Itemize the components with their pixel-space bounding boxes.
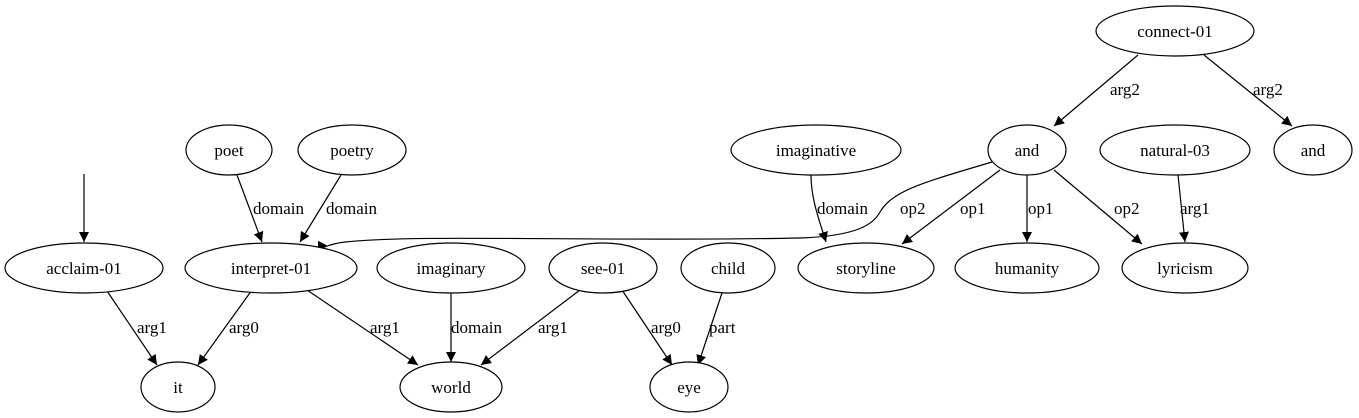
edge-interpret-world — [306, 289, 419, 366]
svg-text:humanity: humanity — [995, 259, 1060, 278]
edge-label-imaginative-storyline: domain — [817, 199, 868, 218]
svg-text:world: world — [431, 378, 471, 397]
node-interpret-01: interpret-01 — [184, 242, 358, 294]
edge-label-acclaim-it: arg1 — [137, 318, 167, 337]
node-acclaim-01: acclaim-01 — [4, 242, 164, 294]
edge-connect-and-top — [1053, 54, 1139, 127]
edge-label-imaginary-world: domain — [451, 318, 502, 337]
svg-text:and: and — [1301, 141, 1326, 160]
edge-label-child-eye: part — [709, 318, 736, 337]
svg-text:imaginative: imaginative — [776, 141, 856, 160]
node-and-right: and — [1273, 124, 1353, 176]
nodes: connect-01 and and poet poetry imaginati… — [4, 5, 1353, 413]
edge-label-interpret-it: arg0 — [229, 318, 259, 337]
svg-text:poetry: poetry — [330, 141, 374, 160]
edge-label-and-storyline: op1 — [960, 199, 986, 218]
svg-text:it: it — [173, 378, 183, 397]
svg-text:storyline: storyline — [836, 259, 896, 278]
edge-connect-and-right — [1203, 54, 1293, 127]
edge-label-see-eye: arg0 — [651, 318, 681, 337]
edge-label-poetry-interpret: domain — [326, 199, 377, 218]
node-natural-03: natural-03 — [1099, 124, 1251, 176]
svg-text:natural-03: natural-03 — [1140, 141, 1210, 160]
node-imaginative: imaginative — [730, 124, 902, 176]
edge-interpret-it — [197, 289, 253, 366]
edge-label-see-world: arg1 — [538, 318, 568, 337]
edge-and-interpret — [317, 161, 993, 253]
node-imaginary: imaginary — [376, 242, 526, 294]
svg-text:and: and — [1015, 141, 1040, 160]
edge-label-and-lyricism: op2 — [1114, 199, 1140, 218]
node-eye: eye — [649, 361, 729, 413]
edge-natural-lyricism — [1177, 174, 1189, 243]
svg-text:see-01: see-01 — [581, 259, 625, 278]
edge-label-poet-interpret: domain — [253, 199, 304, 218]
edge-label-connect-and-top: arg2 — [1110, 80, 1140, 99]
edge-child-eye — [696, 292, 723, 366]
edges: arg2 arg2 domain domain domain op2 op1 o… — [79, 54, 1293, 366]
edge-acclaim-it — [104, 287, 158, 366]
edge-label-natural-lyricism: arg1 — [1180, 199, 1210, 218]
svg-text:interpret-01: interpret-01 — [231, 259, 311, 278]
svg-text:poet: poet — [214, 141, 244, 160]
svg-text:imaginary: imaginary — [417, 259, 486, 278]
edge-label-connect-and-right: arg2 — [1253, 80, 1283, 99]
edge-poet-interpret — [236, 174, 264, 243]
edge-label-and-interpret: op2 — [900, 199, 926, 218]
node-humanity: humanity — [954, 242, 1100, 294]
svg-text:connect-01: connect-01 — [1137, 22, 1213, 41]
edge-label-and-humanity: op1 — [1028, 199, 1054, 218]
svg-text:child: child — [711, 259, 745, 278]
node-connect-01: connect-01 — [1095, 5, 1255, 57]
node-lyricism: lyricism — [1121, 242, 1249, 294]
node-storyline: storyline — [797, 242, 935, 294]
edge-see-eye — [621, 289, 673, 366]
node-child: child — [680, 242, 776, 294]
node-poet: poet — [185, 124, 273, 176]
svg-text:lyricism: lyricism — [1157, 259, 1213, 278]
svg-text:acclaim-01: acclaim-01 — [46, 259, 122, 278]
edge-see-world — [480, 289, 581, 366]
node-and-top: and — [987, 124, 1067, 176]
svg-text:eye: eye — [677, 378, 701, 397]
node-see-01: see-01 — [548, 242, 658, 294]
edge-poetry-interpret — [299, 174, 342, 243]
edge-and-storyline — [901, 169, 1001, 245]
edge-label-interpret-world: arg1 — [370, 318, 400, 337]
edge-and-lyricism — [1053, 169, 1143, 245]
node-it: it — [140, 361, 216, 413]
node-poetry: poetry — [297, 124, 407, 176]
node-world: world — [399, 361, 503, 413]
